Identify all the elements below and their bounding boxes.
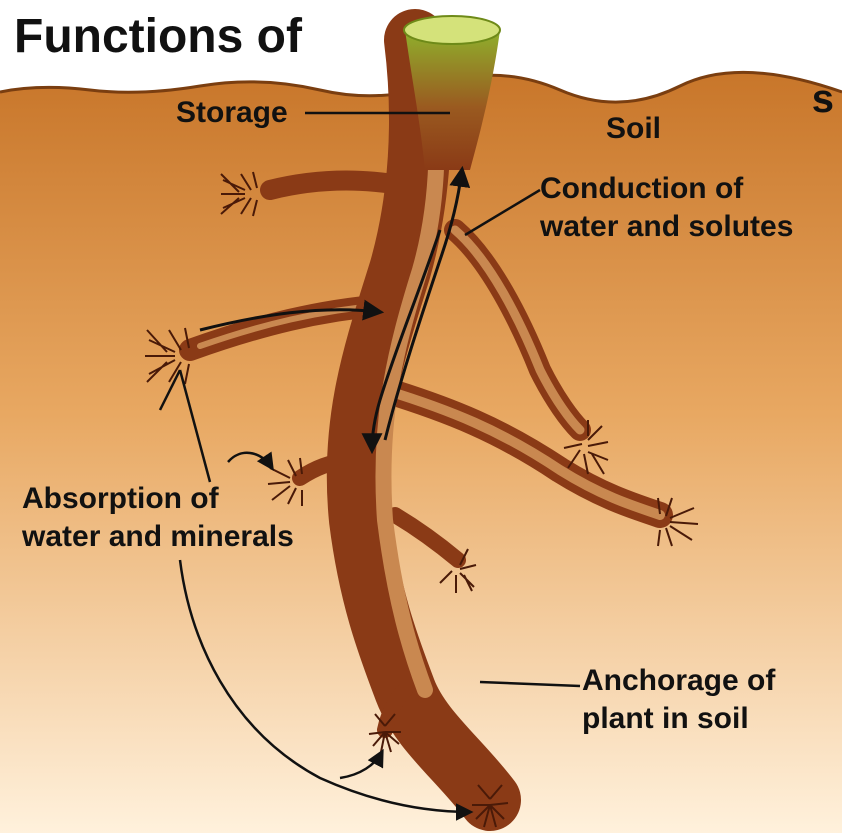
stem-cut-top — [404, 16, 500, 44]
anchorage-label-line1: Anchorage of — [582, 664, 776, 697]
anchorage-label-line2: plant in soil — [582, 702, 749, 735]
storage-label: Storage — [176, 96, 288, 129]
soil-label: Soil — [606, 112, 661, 145]
absorption-label-line1: Absorption of — [22, 482, 220, 515]
diagram-title: Functions of — [14, 10, 303, 63]
title-cut-glyph: s — [812, 77, 834, 121]
conduction-label-line1: Conduction of — [540, 172, 744, 205]
conduction-label-line2: water and solutes — [539, 210, 793, 243]
absorption-label-line2: water and minerals — [21, 520, 294, 553]
